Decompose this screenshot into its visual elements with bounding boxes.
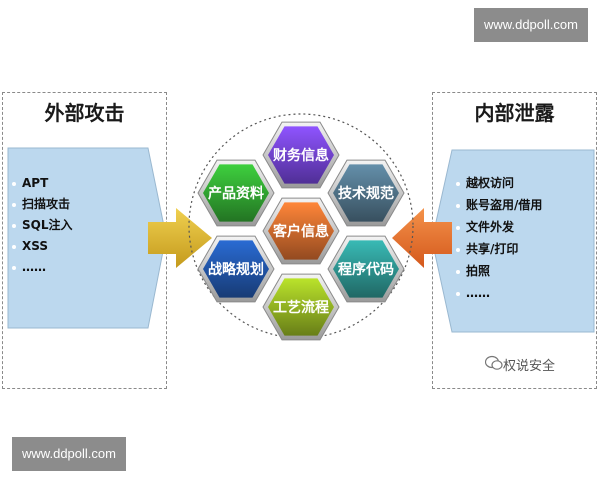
watermark-top: www.ddpoll.com xyxy=(474,8,588,42)
wechat-icon xyxy=(485,355,503,370)
bullet-icon xyxy=(456,291,460,296)
hexagon-fill xyxy=(268,126,334,184)
bullet-icon xyxy=(12,265,16,270)
hexagon-5: 程序代码 xyxy=(327,235,405,303)
bullet-icon xyxy=(12,223,16,228)
external-list-shape xyxy=(7,147,167,329)
hexagon-1: 产品资料 xyxy=(197,159,275,227)
hexagon-fill xyxy=(333,164,399,222)
hexagon-2: 技术规范 xyxy=(327,159,405,227)
hexagon-6: 工艺流程 xyxy=(262,273,340,341)
bullet-icon xyxy=(456,203,460,208)
internal-leak-title: 内部泄露 xyxy=(474,101,555,125)
hexagon-label: 客户信息 xyxy=(272,223,329,240)
right-arrow xyxy=(392,208,452,268)
hexagon-label: 工艺流程 xyxy=(273,299,329,316)
internal-leak-list: 越权访问 账号盗用/借用 文件外发 共享/打印 拍照 …… xyxy=(456,172,542,304)
bullet-icon xyxy=(12,244,16,249)
bullet-icon xyxy=(456,181,460,186)
hexagon-label: 程序代码 xyxy=(338,261,394,278)
bullet-icon xyxy=(12,181,16,186)
bullet-icon xyxy=(12,202,16,207)
hexagon-label: 技术规范 xyxy=(338,185,394,202)
left-arrow xyxy=(148,208,212,268)
list-item: 扫描攻击 xyxy=(12,194,73,215)
hexagon-label: 产品资料 xyxy=(208,185,264,202)
external-attack-title: 外部攻击 xyxy=(44,101,125,125)
external-attack-list: APT 扫描攻击 SQL注入 XSS …… xyxy=(12,173,73,278)
hexagon-4: 战略规划 xyxy=(197,235,275,303)
list-item: SQL注入 xyxy=(12,215,73,236)
list-item: APT xyxy=(12,173,73,194)
hexagon-3: 客户信息 xyxy=(262,197,340,265)
list-item: …… xyxy=(12,257,73,278)
hexagon-fill xyxy=(203,240,269,298)
hexagon-fill xyxy=(268,202,334,260)
brand-watermark: 权说安全 xyxy=(503,359,556,374)
hexagon-0: 财务信息 xyxy=(262,121,340,189)
list-item: 共享/打印 xyxy=(456,238,542,260)
watermark-bottom: www.ddpoll.com xyxy=(12,437,126,471)
hexagon-label: 财务信息 xyxy=(272,147,329,164)
bullet-icon xyxy=(456,225,460,230)
bullet-icon xyxy=(456,247,460,252)
list-item: 拍照 xyxy=(456,260,542,282)
hexagon-fill xyxy=(203,164,269,222)
hexagon-label: 战略规划 xyxy=(208,261,264,278)
list-item: 越权访问 xyxy=(456,172,542,194)
list-item: …… xyxy=(456,282,542,304)
list-item: 账号盗用/借用 xyxy=(456,194,542,216)
hexagon-fill xyxy=(268,278,334,336)
list-item: XSS xyxy=(12,236,73,257)
bullet-icon xyxy=(456,269,460,274)
hexagon-fill xyxy=(333,240,399,298)
list-item: 文件外发 xyxy=(456,216,542,238)
